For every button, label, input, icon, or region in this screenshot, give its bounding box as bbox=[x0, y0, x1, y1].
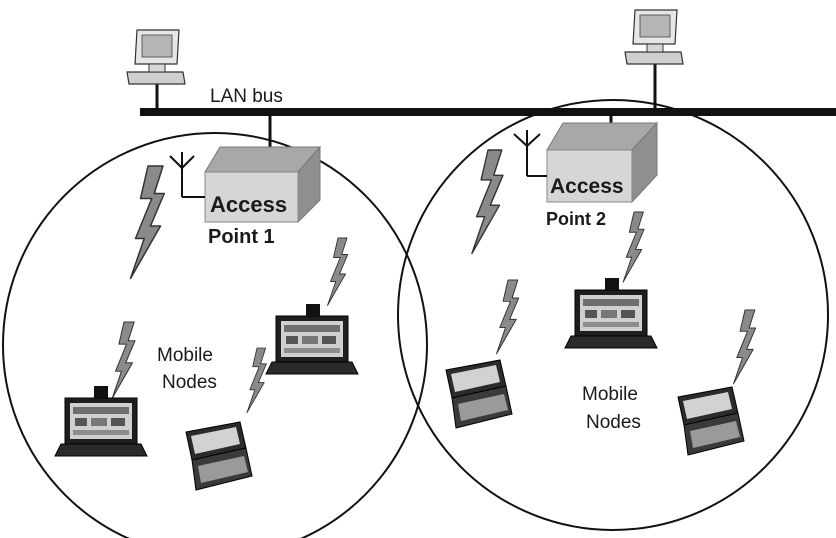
laptop-camera-icon bbox=[94, 386, 108, 398]
cell-2-mobile-nodes-line2: Nodes bbox=[586, 412, 641, 433]
laptop-camera-icon bbox=[306, 304, 320, 316]
cell-1-mobile-nodes-line1: Mobile bbox=[157, 345, 213, 366]
access-point-1-icon bbox=[204, 145, 322, 224]
cell-2-mobile-nodes-line1: Mobile bbox=[582, 384, 638, 405]
handheld-device-icon bbox=[445, 359, 513, 429]
access-point-1-label-line2: Point 1 bbox=[208, 226, 275, 248]
wireless-link-icon bbox=[327, 237, 349, 306]
access-point-2-label-line1: Access bbox=[550, 175, 624, 198]
wireless-link-icon bbox=[129, 165, 165, 280]
laptop-icon bbox=[54, 397, 148, 457]
wireless-link-icon bbox=[246, 347, 267, 414]
access-point-2-label-line2: Point 2 bbox=[546, 209, 606, 229]
laptop-camera-icon bbox=[605, 278, 619, 290]
antenna-1-icon bbox=[169, 152, 205, 198]
lan-bus-label: LAN bus bbox=[210, 86, 283, 107]
cell-1-mobile-nodes-line2: Nodes bbox=[162, 372, 217, 393]
access-point-2-icon bbox=[546, 121, 659, 204]
wireless-link-icon bbox=[471, 149, 504, 255]
desktop-pc-2-icon bbox=[624, 9, 684, 65]
wireless-link-icon bbox=[496, 279, 520, 355]
antenna-2-icon bbox=[513, 130, 547, 177]
wireless-link-icon bbox=[111, 321, 136, 400]
wireless-link-icon bbox=[622, 211, 645, 283]
laptop-icon bbox=[564, 289, 658, 349]
wireless-link-icon bbox=[733, 309, 757, 385]
handheld-device-icon bbox=[677, 386, 745, 456]
lan-bus bbox=[140, 108, 836, 116]
coverage-cell-2 bbox=[397, 99, 829, 531]
laptop-icon bbox=[265, 315, 359, 375]
coverage-cell-1 bbox=[2, 132, 428, 538]
desktop-pc-1-icon bbox=[126, 29, 186, 85]
access-point-1-label-line1: Access bbox=[210, 192, 287, 217]
handheld-device-icon bbox=[185, 421, 253, 491]
